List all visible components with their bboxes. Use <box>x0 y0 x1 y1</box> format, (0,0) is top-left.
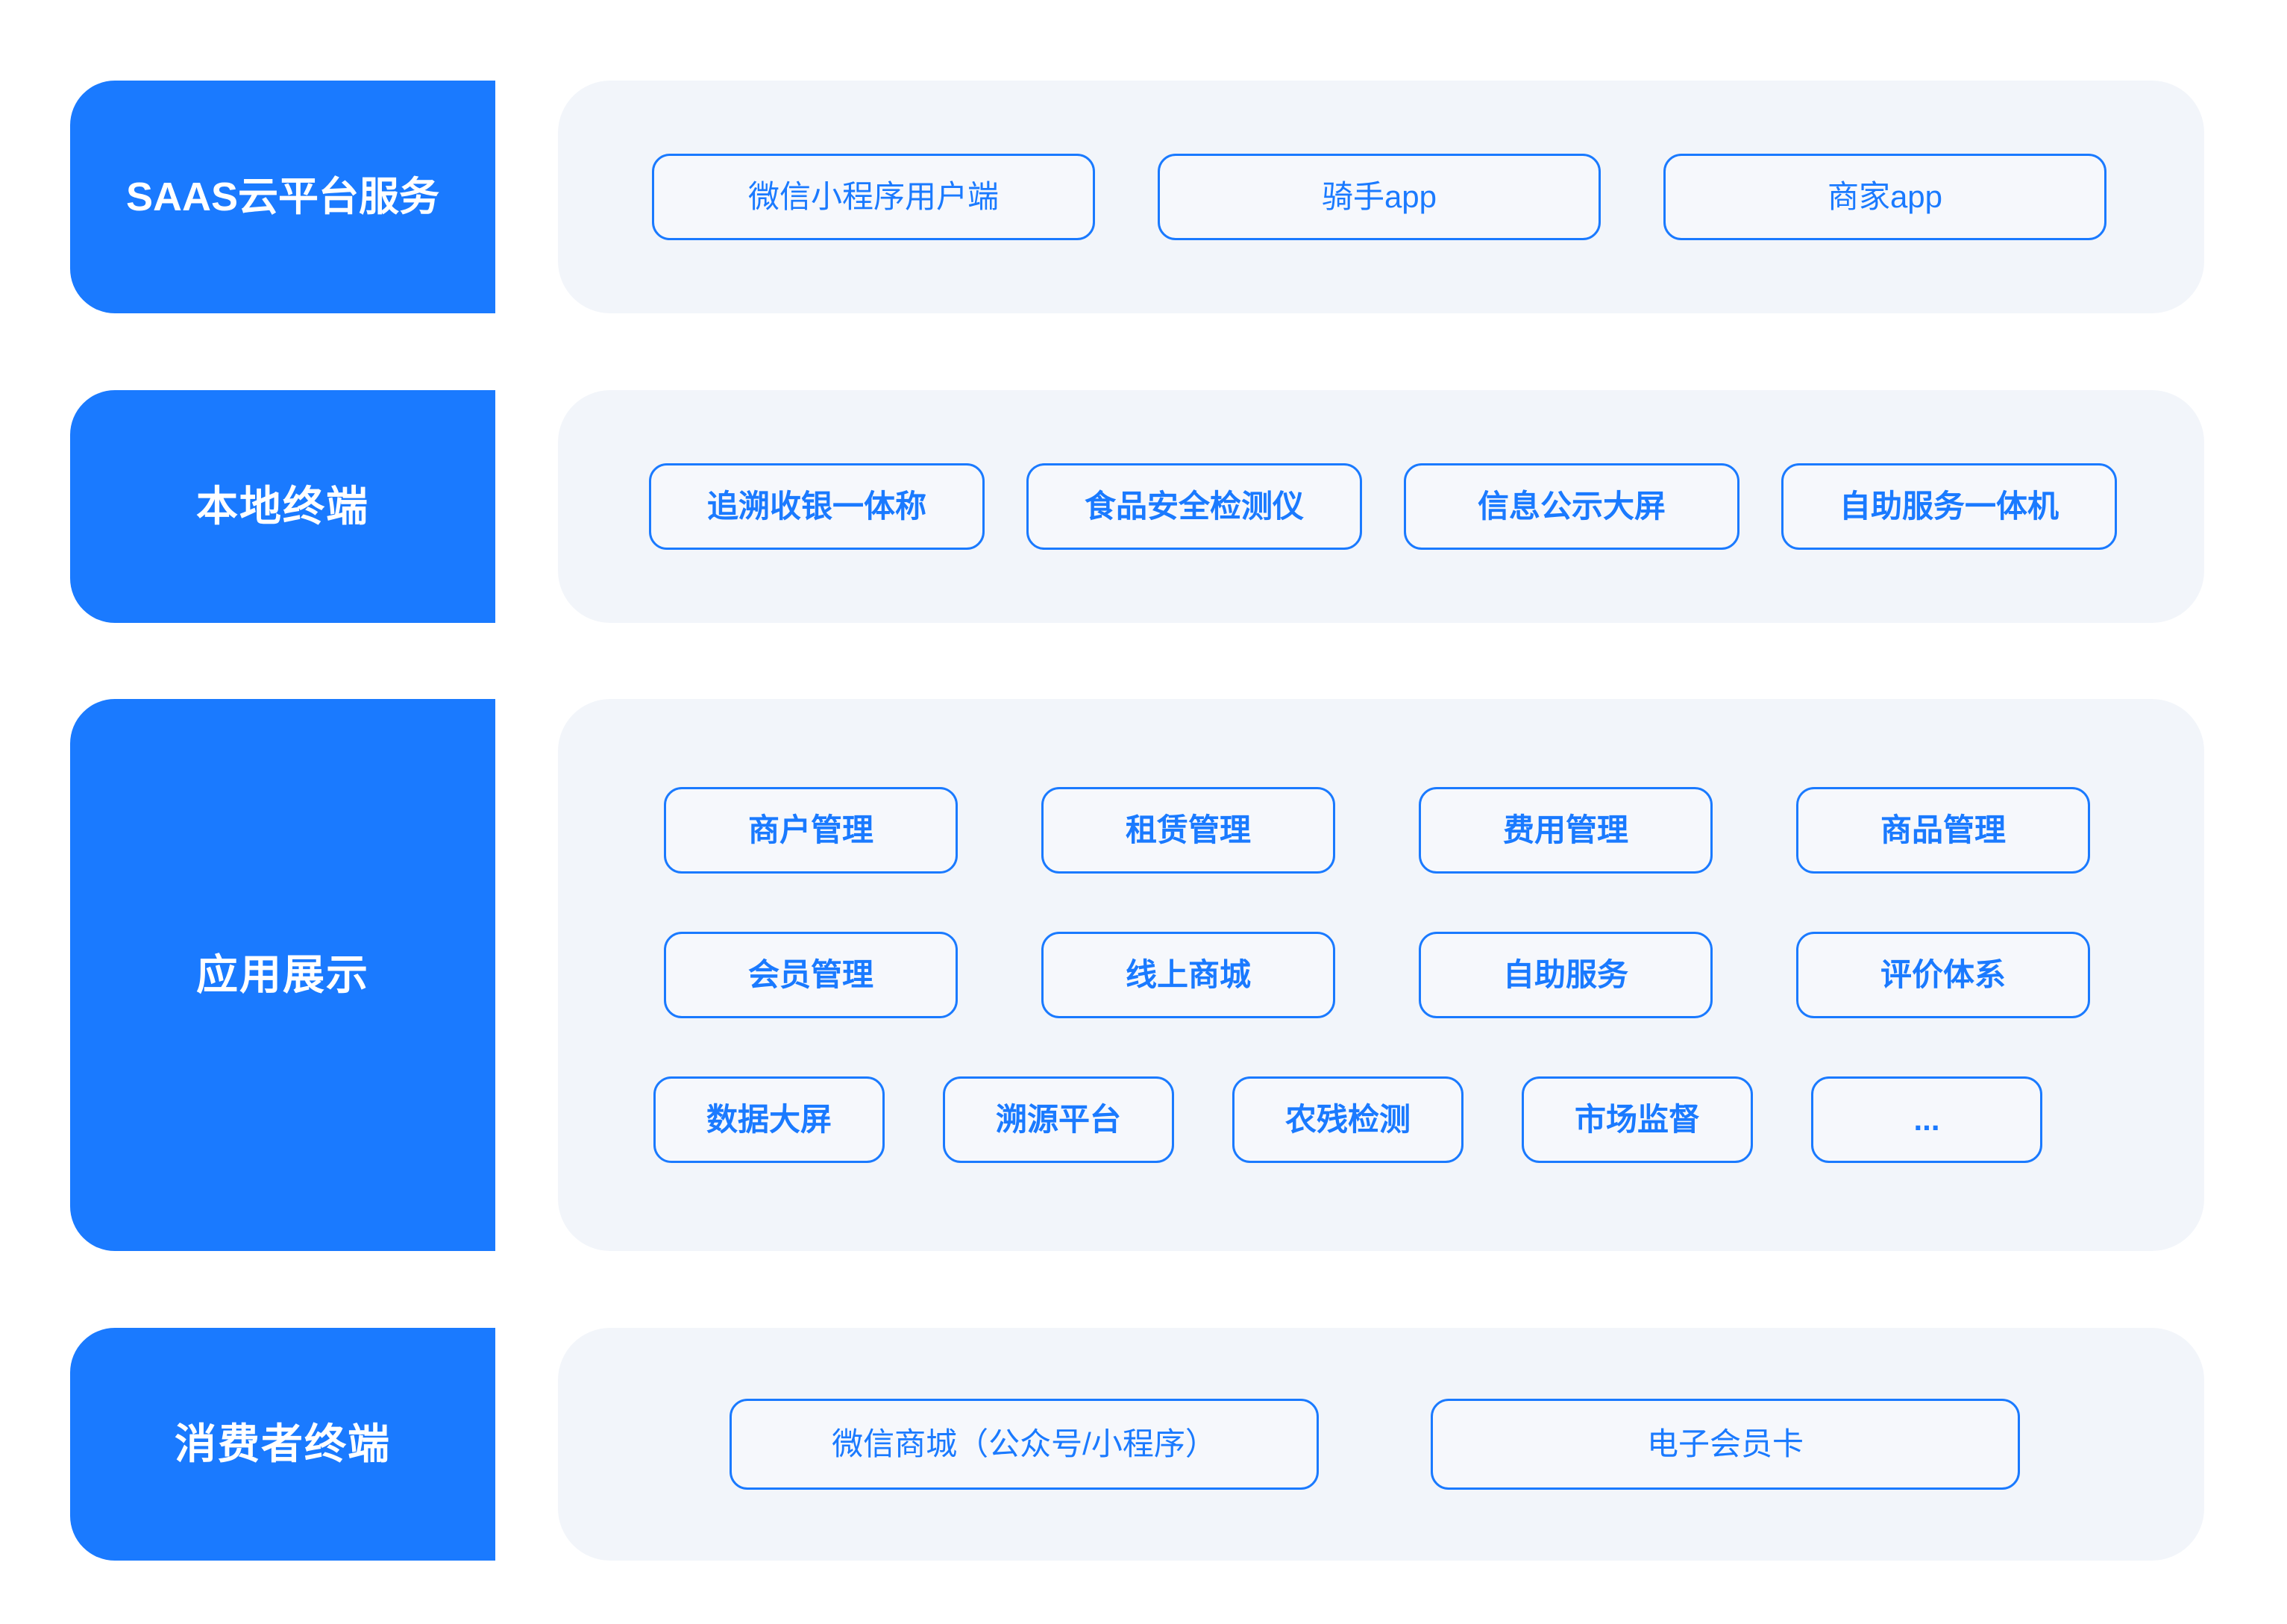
chip-product-management[interactable]: 商品管理 <box>1796 787 2090 874</box>
chip-traceability-cashier-scale[interactable]: 追溯收银一体称 <box>649 463 985 550</box>
tier-saas: SAAS云平台服务 微信小程序用户端 骑手app 商家app <box>0 81 2287 313</box>
tier-panel-saas: 微信小程序用户端 骑手app 商家app <box>558 81 2204 313</box>
tier-panel-local-terminal: 追溯收银一体称 食品安全检测仪 信息公示大屏 自助服务一体机 <box>558 390 2204 623</box>
chip-label: 商家app <box>1827 179 1943 214</box>
tier-local-terminal: 本地终端 追溯收银一体称 食品安全检测仪 信息公示大屏 自助服务一体机 <box>0 390 2287 623</box>
chip-label: 租赁管理 <box>1125 812 1251 847</box>
tier-label-text: 应用展示 <box>196 951 369 999</box>
chip-merchant-app[interactable]: 商家app <box>1663 154 2106 240</box>
chip-label: 信息公示大屏 <box>1477 489 1666 524</box>
tier-label-saas: SAAS云平台服务 <box>70 81 495 313</box>
chip-lease-management[interactable]: 租赁管理 <box>1041 787 1335 874</box>
chip-food-safety-detector[interactable]: 食品安全检测仪 <box>1026 463 1362 550</box>
chip-label: 数据大屏 <box>706 1102 832 1137</box>
chip-label: 骑手app <box>1321 179 1437 214</box>
tier-label-text: 消费者终端 <box>175 1420 391 1468</box>
tier-label-application-display: 应用展示 <box>70 699 495 1251</box>
chip-electronic-membership-card[interactable]: 电子会员卡 <box>1431 1399 2020 1490</box>
chip-label: 费用管理 <box>1502 812 1628 847</box>
tier-consumer-terminal: 消费者终端 微信商城（公众号/小程序） 电子会员卡 <box>0 1328 2287 1561</box>
chip-label: 电子会员卡 <box>1646 1426 1804 1461</box>
chip-data-dashboard[interactable]: 数据大屏 <box>653 1076 885 1163</box>
chip-label: 会员管理 <box>747 957 873 992</box>
chip-label: 食品安全检测仪 <box>1084 489 1304 524</box>
chip-label: 微信商城（公众号/小程序） <box>832 1426 1217 1461</box>
chip-more-ellipsis[interactable]: ... <box>1811 1076 2042 1163</box>
chip-row: 微信小程序用户端 骑手app 商家app <box>558 154 2204 240</box>
chip-row: 商户管理 租赁管理 费用管理 商品管理 <box>558 787 2204 874</box>
chip-label: 商户管理 <box>747 812 873 847</box>
chip-label: 线上商城 <box>1125 957 1251 992</box>
chip-row: 微信商城（公众号/小程序） 电子会员卡 <box>558 1399 2204 1490</box>
tier-panel-application-display: 商户管理 租赁管理 费用管理 商品管理 会员管理 线上商城 <box>558 699 2204 1251</box>
chip-wechat-miniprogram-client[interactable]: 微信小程序用户端 <box>652 154 1095 240</box>
chip-label: ... <box>1913 1102 1940 1137</box>
chip-label: 微信小程序用户端 <box>747 179 999 214</box>
chip-merchant-management[interactable]: 商户管理 <box>664 787 958 874</box>
tier-panel-consumer-terminal: 微信商城（公众号/小程序） 电子会员卡 <box>558 1328 2204 1561</box>
chip-wechat-mall[interactable]: 微信商城（公众号/小程序） <box>730 1399 1319 1490</box>
chip-label: 市场监督 <box>1574 1102 1700 1137</box>
tier-application-display: 应用展示 商户管理 租赁管理 费用管理 商品管理 会员管理 <box>0 699 2287 1251</box>
chip-market-supervision[interactable]: 市场监督 <box>1522 1076 1753 1163</box>
chip-rider-app[interactable]: 骑手app <box>1158 154 1601 240</box>
chip-label: 追溯收银一体称 <box>706 489 926 524</box>
chip-self-service-kiosk[interactable]: 自助服务一体机 <box>1781 463 2117 550</box>
chip-pesticide-residue-testing[interactable]: 农残检测 <box>1232 1076 1464 1163</box>
chip-traceability-platform[interactable]: 溯源平台 <box>943 1076 1174 1163</box>
chip-label: 自助服务一体机 <box>1839 489 2059 524</box>
chip-label: 溯源平台 <box>995 1102 1121 1137</box>
chip-fee-management[interactable]: 费用管理 <box>1419 787 1713 874</box>
chip-row: 会员管理 线上商城 自助服务 评价体系 <box>558 932 2204 1018</box>
chip-label: 自助服务 <box>1502 957 1628 992</box>
tier-label-consumer-terminal: 消费者终端 <box>70 1328 495 1561</box>
chip-online-mall[interactable]: 线上商城 <box>1041 932 1335 1018</box>
tier-label-text: 本地终端 <box>196 483 369 530</box>
chip-self-service[interactable]: 自助服务 <box>1419 932 1713 1018</box>
tier-label-local-terminal: 本地终端 <box>70 390 495 623</box>
chip-label: 商品管理 <box>1880 812 2006 847</box>
chip-label: 农残检测 <box>1284 1102 1411 1137</box>
chip-row: 数据大屏 溯源平台 农残检测 市场监督 ... <box>558 1076 2204 1163</box>
chip-member-management[interactable]: 会员管理 <box>664 932 958 1018</box>
chip-row: 追溯收银一体称 食品安全检测仪 信息公示大屏 自助服务一体机 <box>558 463 2204 550</box>
chip-evaluation-system[interactable]: 评价体系 <box>1796 932 2090 1018</box>
tier-label-text: SAAS云平台服务 <box>125 174 440 219</box>
chip-information-display-screen[interactable]: 信息公示大屏 <box>1404 463 1739 550</box>
chip-label: 评价体系 <box>1880 957 2006 992</box>
